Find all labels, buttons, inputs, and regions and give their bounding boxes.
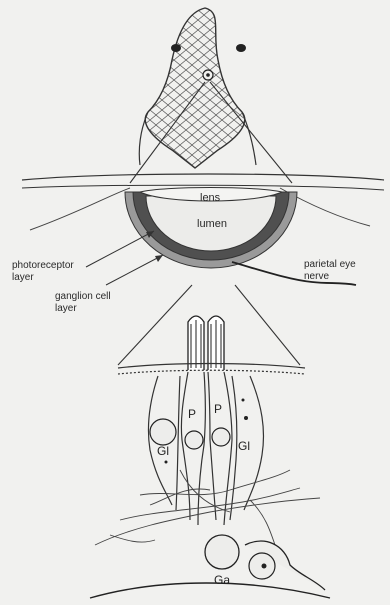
apical-microvilli [118,370,305,374]
photoreceptor-pointer [86,231,154,267]
photoreceptor-right-nucleus [212,428,230,446]
glia-left-inner [176,376,180,510]
photoreceptor-right-outline [208,372,216,520]
photoreceptor-left-nucleus [185,431,203,449]
ganglion-label: Ga [214,573,230,587]
skin-surface [22,174,384,180]
glia-left-label: Gl [157,444,169,458]
cell-projection-right [235,285,300,365]
photoreceptor-right-inner [224,372,232,525]
neuropil-fibers [95,470,320,545]
photoreceptor-label-line2: layer [12,272,34,283]
parietal-label-line2: nerve [304,271,329,282]
lumen-label: lumen [197,218,227,230]
ganglion-label-line1: ganglion cell [55,291,111,302]
glia-left-granule [165,461,168,464]
eye-cross-section: lens lumen photoreceptor layer ganglion … [12,174,384,314]
photoreceptor-label-line1: photoreceptor [12,260,74,271]
outer-segment-right [208,316,224,370]
photoreceptor-left-label: P [188,407,196,421]
glia-right-granule-2 [242,399,245,402]
parietal-eye-pupil [206,73,210,77]
head-outline [145,8,244,168]
lens-label: lens [200,192,221,204]
lizard-head [139,8,256,168]
ganglion-pointer [106,255,163,285]
glia-right-granule [244,416,248,420]
left-eye [171,44,181,52]
basement-membrane [90,583,330,598]
ganglion-nucleolus [262,564,267,569]
parietal-label-line1: parietal eye [304,259,356,270]
outer-segment-left [188,316,204,370]
tissue-line-left [30,188,130,230]
glia-left-nucleus [150,419,176,445]
ganglion-label-line2: layer [55,303,77,314]
photoreceptor-left-inner [198,372,206,525]
photoreceptor-right-label: P [214,402,222,416]
cell-projection-left [118,285,192,365]
glia-right-label: Gl [238,439,250,453]
ganglion-cell-left [205,535,239,569]
right-eye [236,44,246,52]
